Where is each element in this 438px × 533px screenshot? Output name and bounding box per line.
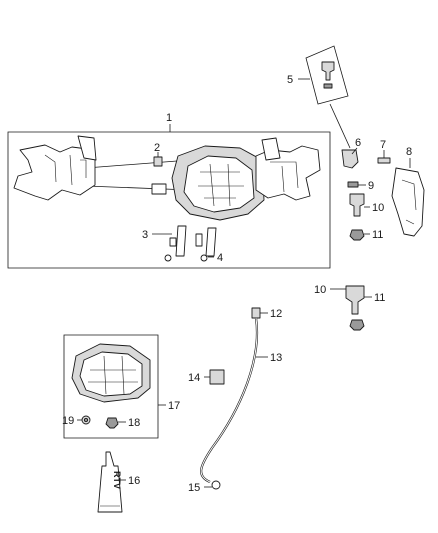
tube-bracket	[151, 183, 167, 195]
callout-15: 15	[188, 482, 200, 494]
cover-ribs	[88, 355, 138, 395]
callout-1: 1	[166, 112, 172, 124]
cover-inner-ring	[79, 351, 143, 397]
callout-12: 12	[270, 308, 282, 320]
callout-18: 18	[128, 417, 140, 429]
part-15-hose-clamp	[204, 480, 221, 490]
part-10-upper-ball-joint	[349, 193, 370, 217]
callout-17: 17	[168, 400, 180, 412]
part-16-sealant-tube: RTV	[97, 451, 126, 513]
callout-3: 3	[142, 229, 148, 241]
callout-5: 5	[287, 74, 293, 86]
part-9-nut	[347, 181, 366, 188]
axle-assembly-group	[7, 124, 331, 269]
part-4-link-bolts	[195, 227, 217, 262]
differential-cover-detail	[198, 163, 244, 207]
differential-cover-ring	[183, 155, 255, 213]
cover-kit-frame	[63, 334, 159, 439]
left-housing-detail	[44, 154, 87, 186]
callout-11-upper: 11	[372, 229, 383, 241]
leader-6	[351, 147, 358, 155]
callout-11-lower: 11	[374, 292, 385, 304]
part-19-fill-plug	[77, 415, 91, 425]
callout-10-upper: 10	[372, 202, 384, 214]
axle-frame-box	[7, 131, 331, 269]
callout-9: 9	[368, 180, 374, 192]
part-3-link-bar	[152, 225, 187, 262]
right-bracket	[261, 137, 281, 161]
callout-2: 2	[154, 142, 160, 154]
cover-kit-group	[63, 334, 166, 439]
left-axle-housing	[13, 144, 96, 201]
left-bracket	[77, 135, 97, 161]
callout-16: 16	[128, 475, 140, 487]
part-13-vent-hose	[200, 317, 268, 484]
part-5-ball-joint-kit	[298, 45, 351, 149]
callout-13: 13	[270, 352, 282, 364]
callout-10-lower: 10	[314, 284, 326, 296]
right-housing-detail	[270, 161, 299, 193]
callout-4: 4	[217, 252, 223, 264]
callout-8: 8	[406, 146, 412, 158]
part-2-plug	[153, 152, 163, 167]
callout-19: 19	[62, 415, 74, 427]
part-11-upper-nut	[349, 229, 370, 241]
leader-5b	[329, 103, 351, 149]
part-18-drain-plug	[105, 417, 126, 429]
callout-6: 6	[355, 137, 361, 149]
sealant-tube-text: RTV	[112, 471, 122, 489]
part-10-lower-ball-joint	[330, 285, 365, 315]
part-11-lower-nut	[349, 296, 372, 331]
part-6-sensor-clip	[341, 147, 359, 169]
part-12-vent-fitting	[251, 307, 268, 319]
part-7-stud	[377, 150, 391, 164]
part-14-vent-cap	[204, 369, 225, 385]
callout-7: 7	[380, 139, 386, 151]
part-8-steering-knuckle	[391, 158, 425, 237]
callout-14: 14	[188, 372, 200, 384]
